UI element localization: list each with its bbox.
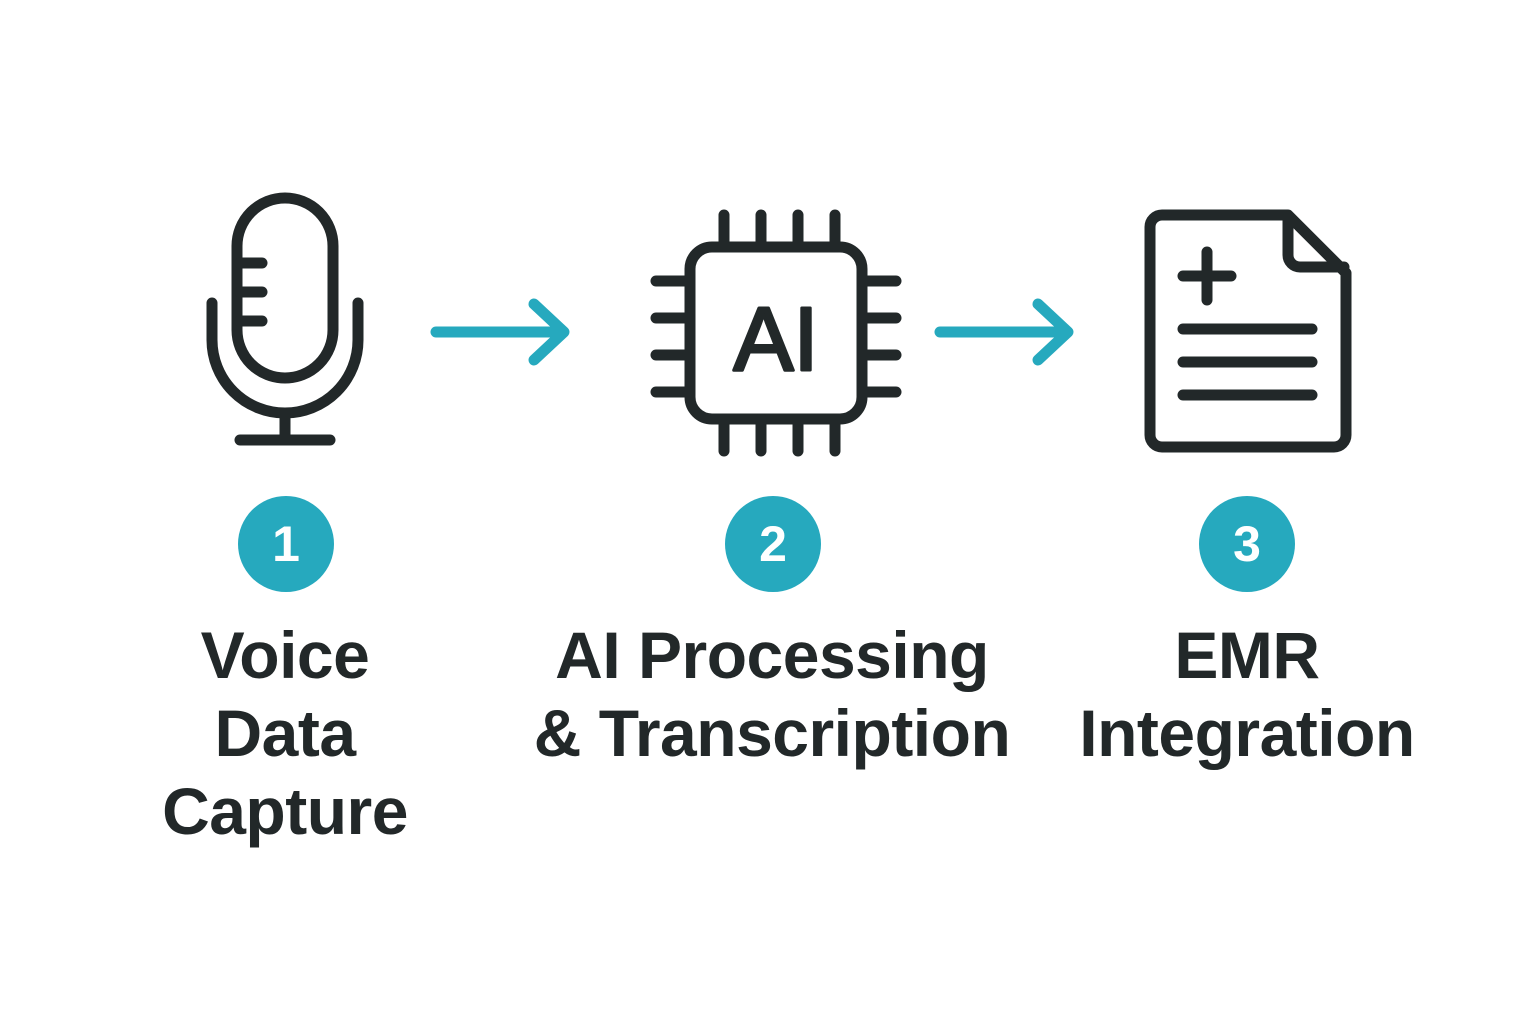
step-label: EMR Integration: [1047, 616, 1447, 772]
arrow-right-icon: [932, 298, 1082, 373]
step-label-line: EMR: [1174, 618, 1320, 692]
step-label-line: Data: [214, 696, 356, 770]
step-number-badge: 2: [725, 496, 821, 592]
step-label-line: Voice: [200, 618, 370, 692]
step-label-line: AI Processing: [555, 618, 989, 692]
step-label: Voice Data Capture: [85, 616, 485, 850]
step-label-line: Integration: [1079, 696, 1415, 770]
microphone-icon: [200, 190, 370, 450]
step-label: AI Processing & Transcription: [522, 616, 1022, 772]
ai-chip-text: AI: [733, 290, 818, 390]
medical-document-icon: [1140, 205, 1360, 460]
ai-chip-icon: AI: [648, 205, 904, 461]
step-label-line: & Transcription: [533, 696, 1011, 770]
arrow-right-icon: [428, 298, 578, 373]
step-number-badge: 1: [238, 496, 334, 592]
step-number-badge: 3: [1199, 496, 1295, 592]
step-label-line: Capture: [162, 774, 408, 848]
